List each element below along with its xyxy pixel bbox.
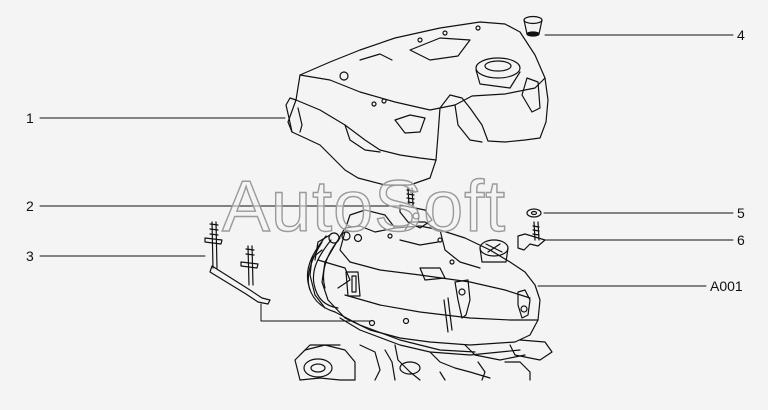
callout-4: 4 bbox=[737, 27, 745, 43]
leader-lines bbox=[39, 34, 734, 322]
washer bbox=[526, 208, 542, 218]
callout-2: 2 bbox=[26, 198, 34, 214]
callout-6: 6 bbox=[737, 232, 745, 248]
side-bracket bbox=[517, 221, 546, 251]
leader-line-3-drop bbox=[260, 303, 372, 322]
engine-block bbox=[294, 209, 553, 381]
callout-3: 3 bbox=[26, 248, 34, 264]
diagram-code-label: A001 bbox=[710, 278, 743, 294]
ignition-leads bbox=[306, 231, 476, 353]
engine-cover bbox=[285, 21, 549, 186]
holder-with-studs bbox=[204, 221, 271, 305]
rubber-bush bbox=[523, 15, 543, 37]
callout-5: 5 bbox=[737, 205, 745, 221]
stud-bracket bbox=[399, 187, 433, 229]
callout-1: 1 bbox=[26, 110, 34, 126]
